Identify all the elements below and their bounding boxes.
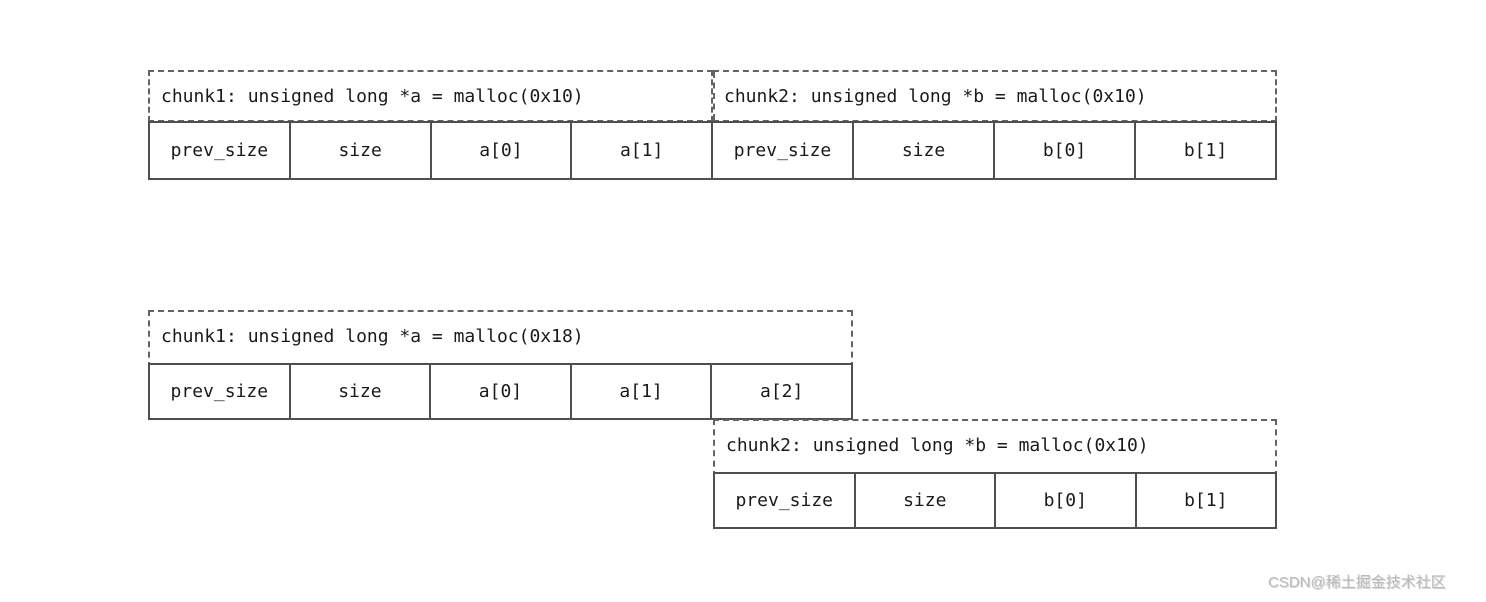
memory-cell: size xyxy=(288,365,430,418)
memory-cell: b[0] xyxy=(994,474,1135,527)
memory-cell: size xyxy=(288,123,430,178)
memory-cell: size xyxy=(852,123,993,178)
memory-cell: a[1] xyxy=(569,365,711,418)
memory-cell: prev_size xyxy=(735,490,834,511)
memory-cell: a[0] xyxy=(429,123,571,178)
memory-cell: b[1] xyxy=(1134,474,1276,527)
bottom-chunk1-label: chunk1: unsigned long *a = malloc(0x18) xyxy=(161,326,584,347)
top-chunk2-label: chunk2: unsigned long *b = malloc(0x10) xyxy=(713,70,1277,122)
memory-cell: prev_size xyxy=(733,140,832,161)
bottom-chunk2-label: chunk2: unsigned long *b = malloc(0x10) xyxy=(726,435,1149,456)
memory-cell: size xyxy=(853,474,995,527)
csdn-watermark: CSDN@稀土掘金技术社区 xyxy=(1268,574,1446,591)
memory-cell: prev_size xyxy=(170,140,269,161)
top-chunk-labels: chunk1: unsigned long *a = malloc(0x10) … xyxy=(148,70,1277,122)
memory-cell: b[1] xyxy=(1134,123,1275,178)
memory-cell: a[0] xyxy=(429,365,570,418)
memory-cell: a[2] xyxy=(710,365,851,418)
memory-cell: b[0] xyxy=(993,123,1134,178)
memory-cell: a[1] xyxy=(570,123,711,178)
memory-cell: prev_size xyxy=(170,381,269,402)
top-chunk1-label: chunk1: unsigned long *a = malloc(0x10) xyxy=(148,70,713,122)
